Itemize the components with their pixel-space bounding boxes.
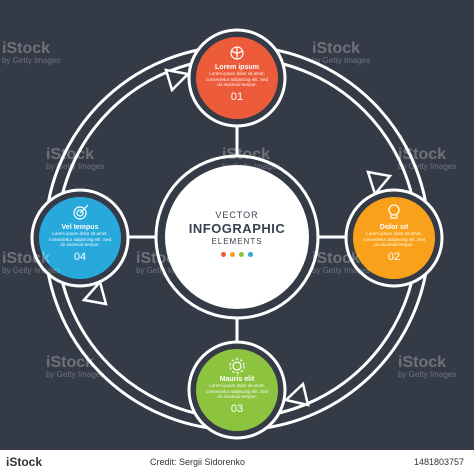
- node-title: Mauris elit: [219, 376, 255, 383]
- center-line3: ELEMENTS: [211, 237, 263, 246]
- arrow-top-left: [164, 68, 191, 93]
- node-top: [187, 28, 287, 128]
- footer-brand: iStock: [6, 455, 43, 469]
- node-body: Lorem ipsum dolor sit amet, consectetur …: [48, 231, 112, 247]
- dot-red: [221, 252, 226, 257]
- node-left: [30, 188, 130, 288]
- gear-icon: [229, 358, 245, 374]
- arrow-bottom-right: [283, 381, 310, 407]
- arrow-bottom-left: [81, 279, 108, 306]
- dot-green: [239, 252, 244, 257]
- footer-bar: iStock Credit: Sergii Sidorenko 14818037…: [0, 450, 474, 474]
- brain-icon: [230, 46, 244, 60]
- node-number: 04: [73, 250, 87, 263]
- center-disc: [165, 165, 309, 309]
- color-dots: [157, 252, 317, 257]
- footer-id: 1481803757: [414, 457, 465, 467]
- node-number: 03: [230, 402, 244, 415]
- node-title: Dolor sit: [379, 224, 409, 231]
- node-body: Lorem ipsum dolor sit amet, consectetur …: [205, 71, 269, 87]
- node-body: Lorem ipsum dolor sit amet, consectetur …: [362, 231, 426, 247]
- node-top-text: Lorem ipsum Lorem ipsum dolor sit amet, …: [197, 64, 277, 103]
- footer-credit: Credit: Sergii Sidorenko: [150, 457, 246, 467]
- node-right: [344, 188, 444, 288]
- arrow-top-right: [366, 170, 393, 197]
- lightbulb-icon: [388, 204, 400, 219]
- node-bottom: [187, 340, 287, 440]
- center-label: VECTOR INFOGRAPHIC ELEMENTS: [157, 210, 317, 257]
- node-bottom-text: Mauris elit Lorem ipsum dolor sit amet, …: [197, 376, 277, 415]
- node-number: 01: [230, 90, 244, 103]
- node-right-text: Dolor sit Lorem ipsum dolor sit amet, co…: [354, 224, 434, 263]
- node-body: Lorem ipsum dolor sit amet, consectetur …: [205, 383, 269, 399]
- center-line2: INFOGRAPHIC: [188, 221, 286, 236]
- center-line1: VECTOR: [215, 210, 259, 220]
- node-left-text: Vel tempus Lorem ipsum dolor sit amet, c…: [40, 224, 120, 263]
- target-icon: [73, 204, 89, 220]
- node-number: 02: [387, 250, 401, 263]
- dot-blue: [248, 252, 253, 257]
- node-title: Vel tempus: [61, 224, 99, 231]
- node-title: Lorem ipsum: [215, 64, 259, 71]
- dot-orange: [230, 252, 235, 257]
